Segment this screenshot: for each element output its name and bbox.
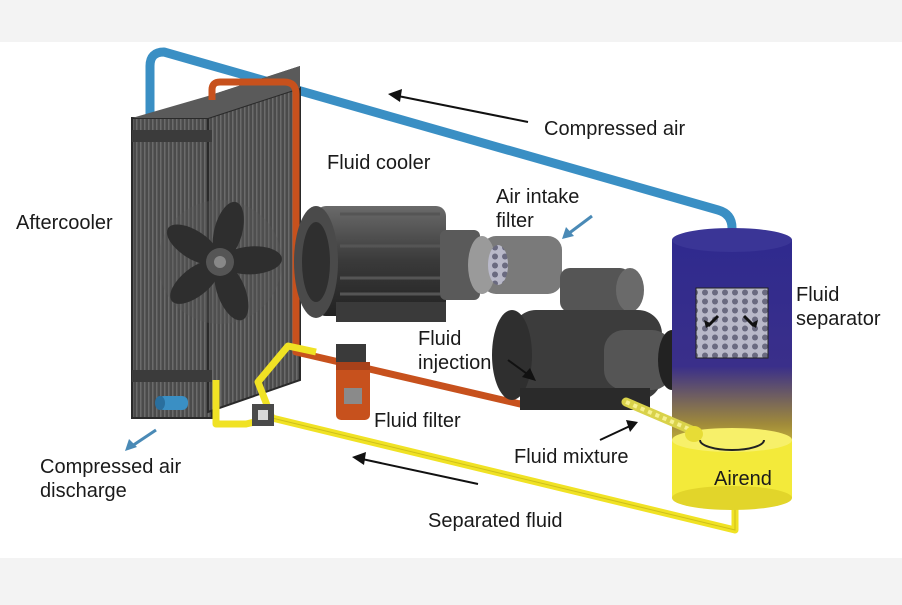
label-fluid-cooler: Fluid cooler xyxy=(327,152,431,174)
fluid-mixture-pipe xyxy=(621,397,703,442)
label-separated-fluid: Separated fluid xyxy=(428,510,563,532)
air-intake-filter xyxy=(468,236,644,312)
motor xyxy=(294,206,480,322)
separated-fluid-pipe-outline xyxy=(271,417,736,531)
arrow-air-intake xyxy=(562,214,593,239)
label-fluid-injection-line2: injection xyxy=(418,352,492,374)
label-fluid-injection-line1: Fluid xyxy=(418,328,462,350)
arrow-fluid-injection xyxy=(507,359,536,381)
discharge-outlet xyxy=(155,396,188,410)
label-aftercooler: Aftercooler xyxy=(16,212,113,234)
label-compressed-air: Compressed air xyxy=(544,118,686,140)
label-airend: Airend xyxy=(714,468,772,490)
label-compressed-air-discharge-line1: Compressed air xyxy=(40,456,182,478)
arrow-compressed-air xyxy=(388,89,529,123)
valve xyxy=(252,404,274,426)
label-fluid-separator-line2: separator xyxy=(796,308,881,330)
arrow-separated-fluid xyxy=(352,452,479,485)
label-fluid-separator-line1: Fluid xyxy=(796,284,840,306)
label-fluid-mixture: Fluid mixture xyxy=(514,446,629,468)
fluid-cooler-pipe xyxy=(208,78,562,408)
fan-icon xyxy=(158,200,282,324)
arrow-discharge xyxy=(125,428,157,451)
label-air-intake-filter-line1: Air intake xyxy=(496,186,580,208)
fluid-filter xyxy=(336,344,370,420)
compressed-air-pipe xyxy=(145,47,737,252)
arrow-fluid-mixture xyxy=(599,420,638,441)
label-fluid-filter: Fluid filter xyxy=(374,410,461,432)
label-compressed-air-discharge-line2: discharge xyxy=(40,480,127,502)
label-air-intake-filter-line2: filter xyxy=(496,210,534,232)
